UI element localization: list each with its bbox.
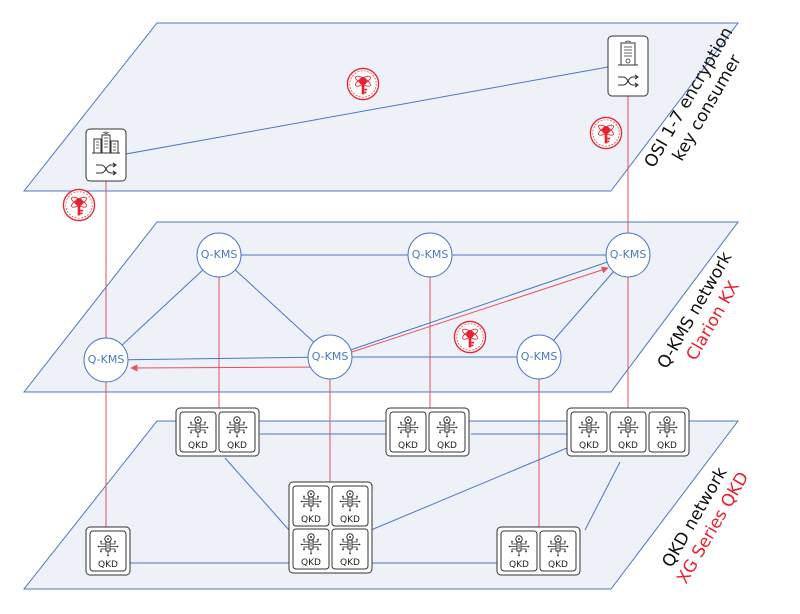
qkd-device-label: QKD	[548, 560, 568, 570]
kms-links	[105, 254, 629, 361]
quantum-key-icon	[62, 188, 96, 222]
qkd-device[interactable]: QKD	[89, 530, 127, 572]
qkd-device-label: QKD	[340, 558, 360, 568]
key-relay-arrow	[351, 266, 609, 353]
consumer-layer-plane	[22, 22, 740, 192]
qkd-device-group[interactable]: QKD QKD	[496, 526, 581, 576]
kms-node[interactable]: Q-KMS	[605, 232, 651, 278]
qkd-device-label: QKD	[188, 441, 208, 451]
consumer-site-right[interactable]	[607, 35, 649, 97]
kms-node[interactable]: Q-KMS	[307, 334, 353, 380]
quantum-key-icon	[589, 116, 623, 150]
key-relay-arrow	[130, 364, 331, 372]
qkd-device[interactable]: QKD	[389, 411, 427, 453]
quantum-key-icon	[453, 320, 487, 354]
consumer-site-left[interactable]	[85, 128, 127, 182]
qkd-device-group[interactable]: QKD QKD	[175, 407, 260, 457]
kms-node[interactable]: Q-KMS	[83, 337, 129, 383]
quantum-key-icon	[346, 67, 380, 101]
svg-text:Q-KMS: Q-KMS	[312, 350, 349, 363]
kms-node[interactable]: Q-KMS	[407, 232, 453, 278]
qkd-device-label: QKD	[398, 441, 418, 451]
key-delivery-lines	[105, 96, 629, 530]
kms-node[interactable]: Q-KMS	[196, 232, 242, 278]
qkd-device-label: QKD	[437, 441, 457, 451]
qkd-device[interactable]: QKD	[331, 485, 369, 527]
kms-layer: Q-KMS Q-KMS Q-KMS Q-KMS Q-KMS Q-KMS	[83, 232, 651, 383]
qkd-device-group[interactable]: QKD QKD	[385, 407, 470, 457]
qkd-device-label: QKD	[657, 441, 677, 451]
qkd-device-group[interactable]: QKD QKD QKD	[566, 407, 690, 457]
svg-text:Q-KMS: Q-KMS	[201, 248, 238, 261]
qkd-device-label: QKD	[509, 560, 529, 570]
qkd-device-group[interactable]: QKD	[85, 526, 131, 576]
qkd-device[interactable]: QKD	[428, 411, 466, 453]
consumer-layer	[62, 35, 649, 222]
qkd-device[interactable]: QKD	[292, 485, 330, 527]
qkd-device[interactable]: QKD	[292, 528, 330, 570]
svg-text:Q-KMS: Q-KMS	[88, 353, 125, 366]
qkd-links	[126, 433, 621, 564]
qkd-device[interactable]: QKD	[500, 530, 538, 572]
qkd-device-label: QKD	[301, 558, 321, 568]
qkd-device[interactable]: QKD	[609, 411, 647, 453]
kms-node[interactable]: Q-KMS	[516, 334, 562, 380]
svg-text:Q-KMS: Q-KMS	[610, 248, 647, 261]
qkd-device[interactable]: QKD	[648, 411, 686, 453]
qkd-device-group[interactable]: QKD QKD QKD QKD	[288, 481, 373, 574]
qkd-device-label: QKD	[98, 560, 118, 570]
qkd-device[interactable]: QKD	[218, 411, 256, 453]
qkd-device[interactable]: QKD	[331, 528, 369, 570]
svg-text:Q-KMS: Q-KMS	[521, 350, 558, 363]
qkd-device[interactable]: QKD	[570, 411, 608, 453]
svg-text:Q-KMS: Q-KMS	[412, 248, 449, 261]
qkd-device-label: QKD	[579, 441, 599, 451]
qkd-device-label: QKD	[618, 441, 638, 451]
qkd-device-label: QKD	[340, 515, 360, 525]
qkd-device-label: QKD	[301, 515, 321, 525]
qkd-device[interactable]: QKD	[539, 530, 577, 572]
qkd-device[interactable]: QKD	[179, 411, 217, 453]
qkd-device-label: QKD	[227, 441, 247, 451]
qkd-layer	[126, 433, 621, 564]
